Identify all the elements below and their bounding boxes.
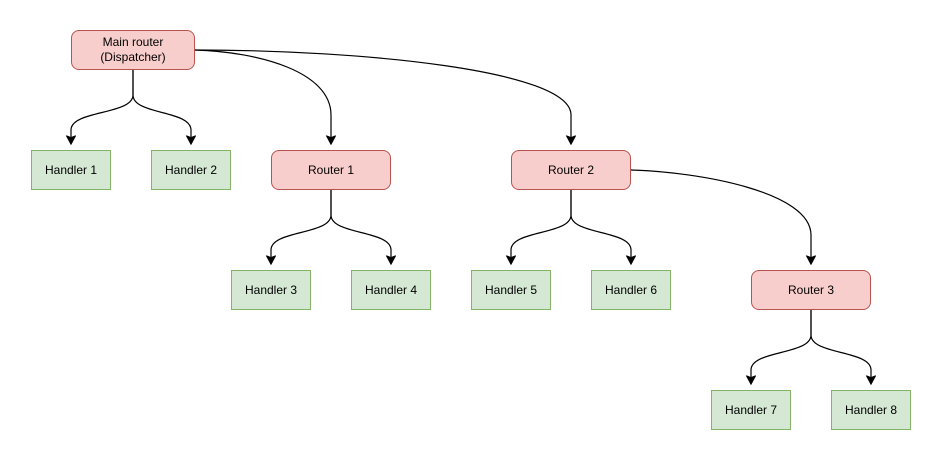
node-label-main-router: Main router (Dispatcher): [100, 35, 166, 64]
node-router-2[interactable]: Router 2: [511, 150, 631, 190]
node-handler-5[interactable]: Handler 5: [471, 270, 551, 310]
node-label-handler-2: Handler 2: [164, 162, 218, 177]
node-label-router-2: Router 2: [547, 162, 595, 177]
node-label-handler-3: Handler 3: [244, 282, 298, 297]
node-handler-1[interactable]: Handler 1: [31, 150, 111, 190]
edge-router-2-to-handler-5: [511, 189, 572, 263]
node-handler-4[interactable]: Handler 4: [351, 270, 431, 310]
node-label-handler-5: Handler 5: [484, 282, 538, 297]
edge-main-router-to-router-2: [194, 49, 571, 143]
node-label-handler-6: Handler 6: [604, 282, 658, 297]
node-handler-3[interactable]: Handler 3: [231, 270, 311, 310]
edge-router-1-to-handler-4: [330, 189, 391, 263]
edge-main-router-to-handler-2: [132, 69, 191, 143]
node-handler-8[interactable]: Handler 8: [831, 390, 911, 430]
edge-router-1-to-handler-3: [271, 189, 332, 263]
node-main-router[interactable]: Main router (Dispatcher): [71, 30, 195, 70]
node-router-3[interactable]: Router 3: [751, 270, 871, 310]
node-handler-6[interactable]: Handler 6: [591, 270, 671, 310]
node-label-handler-8: Handler 8: [844, 402, 898, 417]
node-router-1[interactable]: Router 1: [271, 150, 391, 190]
edge-main-router-to-router-1: [194, 49, 331, 143]
edge-router-2-to-router-3: [630, 169, 811, 263]
node-label-handler-7: Handler 7: [724, 402, 778, 417]
edge-router-3-to-handler-8: [810, 309, 871, 383]
edge-main-router-to-handler-1: [71, 69, 134, 143]
node-label-router-3: Router 3: [787, 282, 835, 297]
edge-router-3-to-handler-7: [751, 309, 812, 383]
edge-router-2-to-handler-6: [570, 189, 631, 263]
node-label-router-1: Router 1: [307, 162, 355, 177]
node-label-handler-1: Handler 1: [44, 162, 98, 177]
node-handler-7[interactable]: Handler 7: [711, 390, 791, 430]
node-handler-2[interactable]: Handler 2: [151, 150, 231, 190]
node-label-handler-4: Handler 4: [364, 282, 418, 297]
